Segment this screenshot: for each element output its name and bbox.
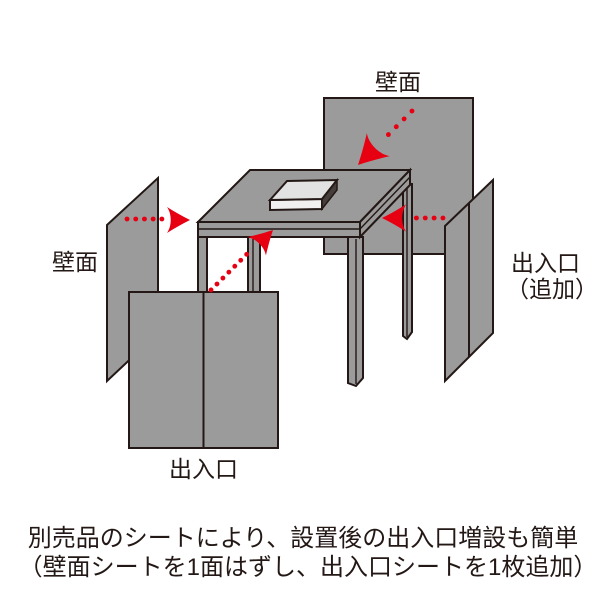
book <box>267 177 340 212</box>
arrow-down-left-icon <box>358 108 415 165</box>
caption-line1: 別売品のシートにより、設置後の出入口増設も簡単 <box>28 525 579 552</box>
wall-left-label: 壁面 <box>52 249 98 275</box>
entrance-additional-label-line1: 出入口 <box>511 250 580 276</box>
arrow-left-icon <box>382 204 446 232</box>
table-leg-back-left <box>247 236 261 293</box>
table-leg-front-right <box>347 236 364 388</box>
front-entrance-sheet <box>128 291 279 449</box>
wall-top-label: 壁面 <box>375 69 421 95</box>
entrance-additional-label-line2: （追加） <box>506 276 598 302</box>
caption-line2: （壁面シートを1面はずし、出入口シートを1枚追加） <box>19 554 598 581</box>
table-leg-front-left <box>197 228 208 293</box>
additional-entrance-sheet <box>444 177 494 384</box>
entrance-front-label: 出入口 <box>169 456 238 482</box>
arrow-right-icon <box>124 207 190 233</box>
table <box>195 167 413 388</box>
arrow-up-right-icon <box>208 230 273 293</box>
